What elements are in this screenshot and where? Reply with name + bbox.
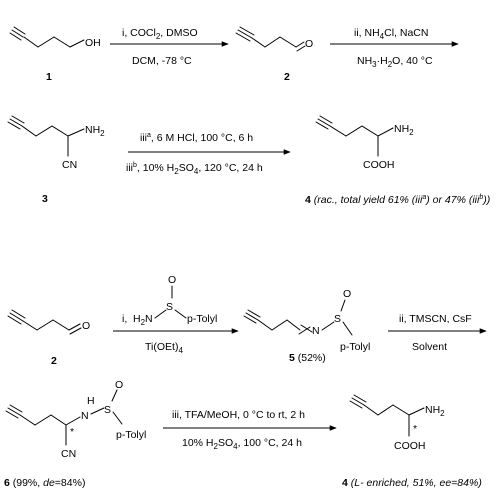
compound-5-yield: 5 (52%) (289, 352, 326, 364)
compound-2-number: 2 (51, 355, 57, 367)
compound-6-yield: 6 (99%, de=84%) (4, 477, 85, 489)
compound-1: OH 1 (9, 26, 101, 83)
step-b2-solvent: Solvent (412, 341, 447, 353)
nitrile-label: CN (61, 448, 76, 460)
compound-4-yield-note: 4 (rac., total yield 61% (iiia) or 47% (… (305, 194, 490, 206)
aldehyde-oxygen-label: O (82, 320, 90, 332)
sulfinyl-oxygen-label: O (343, 288, 351, 300)
sulfinamide-nitrogen-label: N (81, 410, 89, 422)
amine-label: NH2 (85, 124, 105, 138)
sulfinamide-h-label: H (87, 395, 95, 407)
compound-4-enriched-note: 4 (L- enriched, 51%, ee=84%) (342, 477, 482, 489)
hydroxyl-label: OH (85, 37, 101, 49)
carboxylic-acid-label: COOH (394, 440, 426, 452)
tolyl-label: p-Tolyl (340, 341, 370, 353)
reagent-amine-label: H2N (133, 313, 153, 327)
compound-3-number: 3 (42, 193, 48, 205)
carboxylic-acid-label: COOH (363, 159, 395, 171)
sulfur-label: S (334, 313, 341, 325)
compound-1-number: 1 (46, 71, 52, 83)
step-b1-roman: i, (122, 313, 127, 325)
step-1-reagents: i, COCl2, DMSO (122, 27, 198, 41)
sulfur-label: S (104, 404, 111, 416)
reagent-tolyl-label: p-Tolyl (187, 313, 217, 325)
compound-2-bottom: O 2 (7, 309, 90, 367)
step-b2-reagents: ii, TMSCN, CsF (399, 313, 472, 325)
reagent-oxygen-label: O (168, 274, 176, 286)
compound-6: * CN H N S O p-Tolyl 6 (99%, de=84%) (4, 379, 146, 489)
step-1-conditions: DCM, -78 °C (132, 55, 192, 67)
compound-4-racemic: NH2 COOH 4 (rac., total yield 61% (iiia)… (305, 115, 490, 206)
step-b3-reagents: iii, TFA/MeOH, 0 °C to rt, 2 h (172, 409, 305, 421)
sulfinyl-oxygen-label: O (115, 379, 123, 391)
step-b1-catalyst: Ti(OEt)4 (145, 341, 183, 355)
compound-4-enriched: NH2 * COOH 4 (L- enriched, 51%, ee=84%) (342, 394, 482, 489)
imine-nitrogen-label: N (312, 325, 320, 337)
amine-label: NH2 (425, 404, 445, 418)
stereocenter-star: * (70, 426, 74, 438)
compound-3: NH2 CN 3 (7, 115, 105, 205)
stereocenter-star: * (413, 423, 417, 435)
step-2-reagents: ii, NH4Cl, NaCN (354, 27, 428, 41)
compound-2-number: 2 (284, 71, 290, 83)
sulfinamide-reagent: i, H2N S O p-Tolyl (122, 274, 217, 327)
step-3-condition-a: iiia, 6 M HCl, 100 °C, 6 h (140, 132, 253, 144)
reagent-sulfur-label: S (166, 301, 173, 313)
amine-label: NH2 (394, 123, 414, 137)
nitrile-label: CN (62, 159, 77, 171)
compound-2-top: O 2 (235, 26, 313, 83)
step-3-condition-b: iiib, 10% H2SO4, 120 °C, 24 h (126, 162, 263, 176)
compound-5: N S O p-Tolyl 5 (52%) (243, 288, 370, 364)
step-2-conditions: NH3·H2O, 40 °C (357, 55, 433, 69)
step-b3-conditions: 10% H2SO4, 100 °C, 24 h (182, 437, 302, 451)
aldehyde-oxygen-label: O (305, 38, 313, 50)
tolyl-label: p-Tolyl (116, 429, 146, 441)
